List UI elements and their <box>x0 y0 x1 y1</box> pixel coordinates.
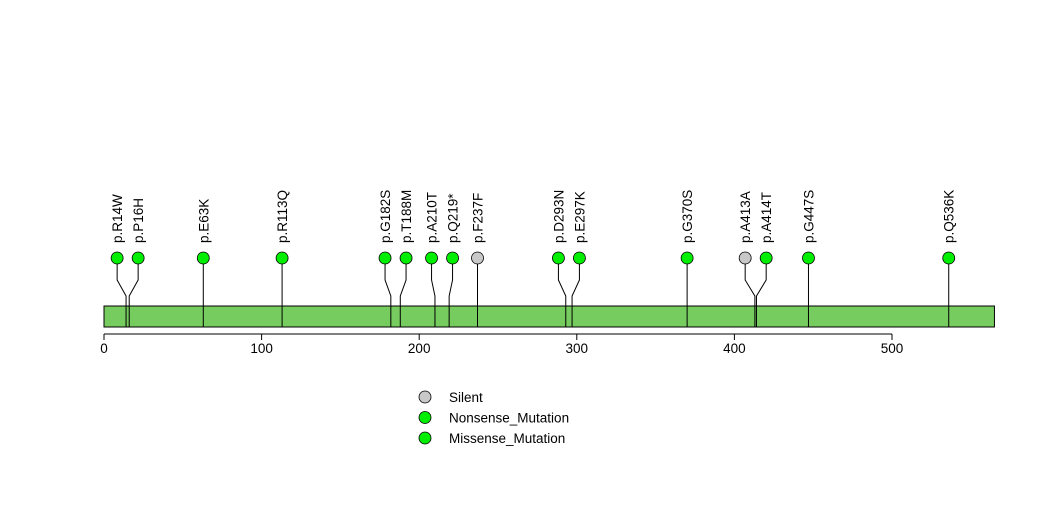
mutation-point <box>738 251 752 265</box>
mutation-point <box>399 251 413 265</box>
legend-marker <box>418 390 432 404</box>
mutation-label: p.T188M <box>399 190 414 243</box>
lollipop-stem <box>399 258 407 327</box>
mutation-label: p.A210T <box>425 192 440 243</box>
mutation-label: p.F237F <box>471 193 486 243</box>
legend-label: Missense_Mutation <box>449 431 565 446</box>
mutation-label: p.E297K <box>572 191 587 243</box>
mutation-label: p.P16H <box>131 198 146 243</box>
mutation-point <box>196 251 210 265</box>
x-tick-label: 300 <box>566 341 589 356</box>
lollipop-stem <box>384 258 392 327</box>
lollipop-stem <box>571 258 580 327</box>
mutation-label: p.Q536K <box>942 190 957 243</box>
legend-label: Nonsense_Mutation <box>449 411 569 426</box>
legend-label: Silent <box>449 390 483 405</box>
mutation-label: p.R14W <box>110 194 125 243</box>
lollipop-stem <box>755 258 767 327</box>
mutation-label: p.A413A <box>738 191 753 243</box>
mutation-label: p.E63K <box>196 199 211 243</box>
mutation-point <box>759 251 773 265</box>
mutation-label: p.D293N <box>551 190 566 243</box>
mutation-label: p.A414T <box>759 192 774 243</box>
mutation-point <box>110 251 124 265</box>
legend-marker <box>418 411 432 424</box>
mutation-point <box>275 251 289 265</box>
mutation-point <box>573 251 586 265</box>
mutation-point <box>802 251 815 265</box>
mutation-point <box>446 251 459 265</box>
mutation-label: p.G370S <box>680 190 695 243</box>
mutation-point <box>552 251 565 265</box>
x-tick-label: 500 <box>881 341 904 356</box>
lollipop-stem <box>557 258 567 327</box>
mutation-label: p.G447S <box>801 190 816 243</box>
x-tick-label: 100 <box>250 341 273 356</box>
mutation-point <box>425 251 438 265</box>
lollipop-stem <box>744 258 756 327</box>
lollipop-stem <box>431 258 436 327</box>
lollipop-stem <box>448 258 454 327</box>
mutation-point <box>942 251 956 265</box>
mutation-point <box>378 251 392 265</box>
legend-marker <box>418 431 432 445</box>
lollipop-stem <box>128 258 139 327</box>
mutation-point <box>471 251 484 265</box>
mutation-label: p.R113Q <box>275 190 290 243</box>
x-tick-label: 200 <box>408 341 431 356</box>
mutation-label: p.G182S <box>378 190 393 243</box>
x-tick-label: 0 <box>100 341 108 356</box>
protein-domain-bar <box>103 305 995 328</box>
mutation-point <box>680 251 694 265</box>
x-tick-label: 400 <box>723 341 746 356</box>
mutation-point <box>131 251 145 265</box>
mutation-label: p.Q219* <box>446 193 461 243</box>
lollipop-stem <box>116 258 127 327</box>
